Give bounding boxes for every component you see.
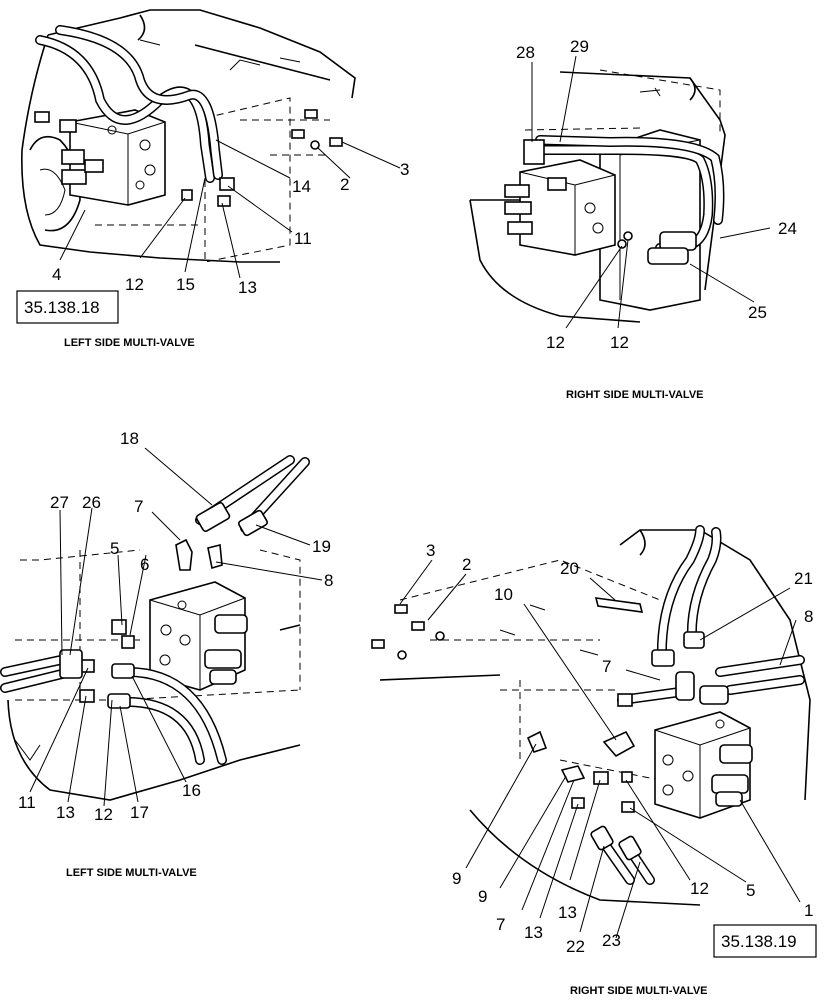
callout-15: 15 [176,275,195,294]
callout-17: 17 [130,803,149,822]
callout-19: 19 [312,537,331,556]
callout-10: 10 [494,585,513,604]
caption-top-left: LEFT SIDE MULTI-VALVE [64,337,195,349]
callout-13: 13 [238,278,257,297]
callout-7-b: 7 [496,915,505,934]
callout-5: 5 [110,539,119,558]
callout-1: 1 [804,901,813,920]
callout-28: 28 [516,43,535,62]
callout-13: 13 [56,803,75,822]
callout-16: 16 [182,781,201,800]
ref-box-bottom [713,924,817,958]
callout-27: 27 [50,493,69,512]
ref-top: 35.138.18 [24,298,100,317]
callout-3: 3 [400,160,409,179]
callout-12: 12 [94,805,113,824]
ref-box-top [16,290,119,324]
caption-top-right: RIGHT SIDE MULTI-VALVE [566,389,704,401]
callout-9-a: 9 [452,869,461,888]
callout-22: 22 [566,937,585,956]
panel-top-right: 28 29 24 25 12 12 RIGHT SIDE MULTI-VALVE [469,37,797,401]
callout-20: 20 [560,559,579,578]
callout-6: 6 [140,555,149,574]
callout-5: 5 [746,881,755,900]
ref-bottom: 35.138.19 [721,932,797,951]
caption-bottom-left: LEFT SIDE MULTI-VALVE [66,867,197,879]
callout-18: 18 [120,429,139,448]
callout-12-a: 12 [546,333,565,352]
panel-top-left: 2 3 14 11 4 12 15 13 35.138.18 LEFT SIDE… [16,9,409,349]
callout-2: 2 [340,175,349,194]
callout-29: 29 [570,37,589,56]
callout-3: 3 [426,541,435,560]
caption-bottom-right: RIGHT SIDE MULTI-VALVE [570,985,708,997]
callout-24: 24 [778,219,797,238]
callout-8: 8 [324,571,333,590]
callout-26: 26 [82,493,101,512]
callout-25: 25 [748,303,767,322]
callout-7-a: 7 [602,657,611,676]
callout-11: 11 [294,229,312,248]
callout-12-b: 12 [610,333,629,352]
panel-bottom-right: 3 2 20 10 21 8 7 9 9 7 13 13 22 23 12 5 … [371,525,817,997]
callout-21: 21 [794,569,813,588]
callout-2: 2 [462,555,471,574]
callout-12: 12 [690,879,709,898]
callout-14: 14 [292,177,311,196]
callout-4: 4 [52,265,61,284]
callout-23: 23 [602,931,621,950]
callout-8: 8 [804,607,813,626]
callout-12: 12 [125,275,144,294]
callout-11: 11 [18,793,36,812]
callout-13-a: 13 [524,923,543,942]
callout-13-b: 13 [558,903,577,922]
callout-7: 7 [134,497,143,516]
panel-bottom-left: 18 27 26 7 19 5 6 8 11 13 12 17 16 LEFT … [0,429,333,879]
callout-9-b: 9 [478,887,487,906]
